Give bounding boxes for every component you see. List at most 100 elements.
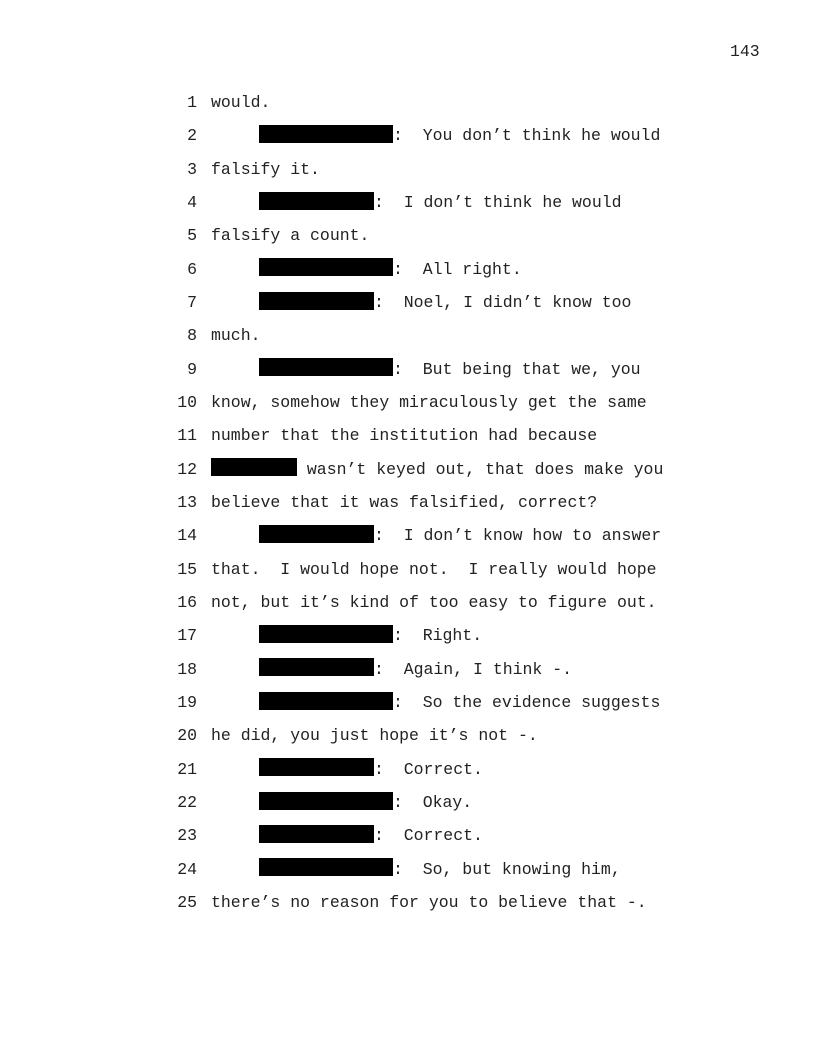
redacted-speaker-name bbox=[259, 258, 393, 277]
redacted-speaker-name bbox=[259, 858, 393, 877]
line-text-content: : All right. bbox=[393, 259, 522, 279]
redacted-speaker-name bbox=[259, 824, 374, 843]
line-text-content: believe that it was falsified, correct? bbox=[211, 492, 598, 512]
redacted-speaker-name bbox=[259, 791, 393, 810]
line-text-content: : So, but knowing him, bbox=[393, 859, 621, 879]
redacted-speaker-name bbox=[259, 524, 374, 543]
line-number: 25 bbox=[177, 892, 197, 912]
transcript-line: 3 falsify it. bbox=[0, 153, 816, 186]
page-number: 143 bbox=[730, 42, 760, 61]
line-text: number that the institution had because bbox=[211, 419, 597, 452]
transcript-line: 23 : Correct. bbox=[0, 819, 816, 852]
transcript-line: 19 : So the evidence suggests bbox=[0, 686, 816, 719]
line-text-content: : Correct. bbox=[374, 826, 483, 846]
line-text: falsify a count. bbox=[211, 219, 369, 252]
speaker-line: : So the evidence suggests bbox=[259, 686, 660, 719]
line-number: 16 bbox=[177, 592, 197, 612]
line-number: 4 bbox=[187, 192, 197, 212]
line-number: 8 bbox=[187, 326, 197, 346]
line-number: 11 bbox=[177, 426, 197, 446]
speaker-line: : So, but knowing him, bbox=[259, 853, 621, 886]
line-number: 17 bbox=[177, 626, 197, 646]
line-number: 10 bbox=[177, 392, 197, 412]
transcript-line: 16 not, but it’s kind of too easy to figu… bbox=[0, 586, 816, 619]
line-text-content: : Right. bbox=[393, 626, 483, 646]
line-number: 3 bbox=[187, 159, 197, 179]
transcript-line: 9 : But being that we, you bbox=[0, 353, 816, 386]
line-number: 7 bbox=[187, 292, 197, 312]
line-number: 20 bbox=[177, 726, 197, 746]
transcript-line: 20 he did, you just hope it’s not -. bbox=[0, 719, 816, 752]
speaker-line: : Again, I think -. bbox=[259, 653, 572, 686]
line-text-content: : Noel, I didn’t know too bbox=[374, 292, 632, 312]
line-text-content: : Correct. bbox=[374, 759, 483, 779]
line-number: 6 bbox=[187, 259, 197, 279]
line-number: 13 bbox=[177, 492, 197, 512]
transcript-line: 6 : All right. bbox=[0, 253, 816, 286]
speaker-line: : Noel, I didn’t know too bbox=[259, 286, 631, 319]
speaker-line: : I don’t think he would bbox=[259, 186, 622, 219]
transcript-line: 11 number that the institution had becaus… bbox=[0, 419, 816, 452]
line-text-content: : I don’t know how to answer bbox=[374, 526, 662, 546]
line-text: he did, you just hope it’s not -. bbox=[211, 719, 538, 752]
line-text: know, somehow they miraculously get the … bbox=[211, 386, 647, 419]
speaker-line: : But being that we, you bbox=[259, 353, 641, 386]
line-text: falsify it. bbox=[211, 153, 320, 186]
line-text: that. I would hope not. I really would h… bbox=[211, 553, 657, 586]
transcript-line: 8 much. bbox=[0, 319, 816, 352]
line-text-content: number that the institution had because bbox=[211, 426, 598, 446]
line-text: not, but it’s kind of too easy to figure… bbox=[211, 586, 657, 619]
speaker-line: : I don’t know how to answer bbox=[259, 519, 661, 552]
line-number: 19 bbox=[177, 692, 197, 712]
redacted-speaker-name bbox=[259, 191, 374, 210]
transcript-line: 21: Correct. bbox=[0, 753, 816, 786]
line-text-content: falsify a count. bbox=[211, 226, 370, 246]
line-number: 22 bbox=[177, 792, 197, 812]
line-number: 1 bbox=[187, 93, 197, 112]
redacted-speaker-name bbox=[259, 124, 393, 143]
line-text-content: : So the evidence suggests bbox=[393, 692, 661, 712]
line-text: there’s no reason for you to believe tha… bbox=[211, 886, 647, 919]
transcript-line: 2 : You don’t think he would bbox=[0, 119, 816, 152]
transcript-line: 14 : I don’t know how to answer bbox=[0, 519, 816, 552]
line-text-content: falsify it. bbox=[211, 159, 320, 179]
line-text-content: much. bbox=[211, 326, 261, 346]
line-text: wasn’t keyed out, that does make you bbox=[211, 453, 663, 486]
line-text-content: : Again, I think -. bbox=[374, 659, 573, 679]
line-number: 14 bbox=[177, 526, 197, 546]
redacted-speaker-name bbox=[259, 691, 393, 710]
line-text-content: that. I would hope not. I really would h… bbox=[211, 559, 657, 579]
line-number: 2 bbox=[187, 126, 197, 146]
line-text-content: : I don’t think he would bbox=[374, 192, 622, 212]
transcript-line: 24 : So, but knowing him, bbox=[0, 853, 816, 886]
transcript-line: 18: Again, I think -. bbox=[0, 653, 816, 686]
line-text-content: he did, you just hope it’s not -. bbox=[211, 726, 538, 746]
line-text-content: would. bbox=[211, 93, 271, 112]
line-number: 23 bbox=[177, 826, 197, 846]
transcript-body: 1 would. 2 : You don’t think he would 3 falsi… bbox=[0, 86, 816, 919]
line-number: 9 bbox=[187, 359, 197, 379]
line-text-content: : You don’t think he would bbox=[393, 126, 661, 146]
line-text-content: there’s no reason for you to believe tha… bbox=[211, 892, 647, 912]
redacted-speaker-name bbox=[259, 658, 374, 677]
line-number: 24 bbox=[177, 859, 197, 879]
redacted-speaker-name bbox=[259, 358, 393, 377]
speaker-line: : Okay. bbox=[259, 786, 472, 819]
speaker-line: : Correct. bbox=[259, 753, 483, 786]
speaker-line: : You don’t think he would bbox=[259, 119, 660, 152]
transcript-line: 10 know, somehow they miraculously get th… bbox=[0, 386, 816, 419]
line-text: believe that it was falsified, correct? bbox=[211, 486, 597, 519]
redacted-speaker-name bbox=[259, 758, 374, 777]
line-text: much. bbox=[211, 319, 261, 352]
line-text-content: : Okay. bbox=[393, 792, 473, 812]
transcript-line: 12 wasn’t keyed out, that does make you bbox=[0, 453, 816, 486]
transcript-line: 22 : Okay. bbox=[0, 786, 816, 819]
line-number: 12 bbox=[177, 459, 197, 479]
speaker-line: : Correct. bbox=[259, 819, 483, 852]
line-text-content: : But being that we, you bbox=[393, 359, 641, 379]
line-text-content: wasn’t keyed out, that does make you bbox=[297, 459, 664, 479]
redacted-name bbox=[211, 458, 297, 477]
speaker-line: : Right. bbox=[259, 619, 482, 652]
